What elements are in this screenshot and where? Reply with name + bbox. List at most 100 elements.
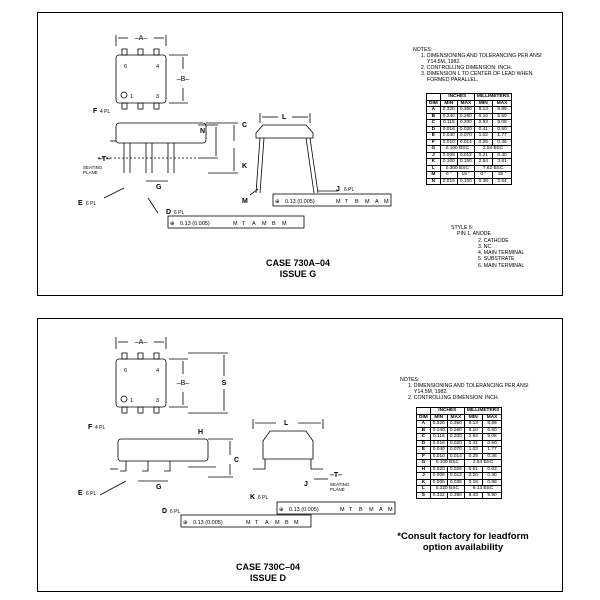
value-cell: 0.016 — [439, 125, 458, 133]
fcf-symbol: ⊕ — [275, 199, 280, 205]
note-line: Y14.5M, 1982. — [414, 389, 448, 395]
dim-g-label: G — [156, 184, 162, 191]
consult-factory-note: *Consult factory for leadform option ava… — [368, 531, 558, 553]
value-cell: 2.93 — [473, 119, 493, 127]
value-cell: 0.010 — [429, 452, 448, 460]
value-cell: 0.014 — [456, 138, 475, 146]
fcf1-ref-5: B — [272, 221, 276, 227]
value-cell: 0.150 — [456, 158, 475, 166]
value-cell: 0.100 — [456, 177, 475, 185]
note-line: 1. DIMENSIONING AND TOLERANCING PER ANSI — [421, 53, 542, 59]
dim-c-label: C — [234, 457, 239, 464]
fcf-symbol: ⊕ — [279, 507, 284, 513]
fcf1-ref-3: B — [359, 507, 363, 513]
fcf1-ref-2: T — [242, 221, 246, 227]
note-line: NOTES: — [413, 47, 433, 53]
note-line: 1. DIMENSIONING AND TOLERANCING PER ANSI — [408, 383, 529, 389]
pin-1-label: 1 — [130, 398, 133, 404]
datum-a-label: –A– — [135, 339, 148, 346]
dim-m-label: M — [242, 198, 248, 205]
dim-s-label: S — [222, 380, 227, 387]
fcf2-ref-1: M — [246, 520, 251, 526]
dim-j-label: J — [304, 481, 308, 488]
dim-j-pl: 6 PL — [344, 187, 355, 193]
value-cell: 0.390 — [446, 491, 465, 499]
dim-cell: N — [426, 177, 441, 185]
case-730c-mechanical-drawing: –A– –B– S 6 4 1 3 F 4 PL H C G E 6 PL D … — [78, 337, 396, 528]
value-cell: 0.012 — [446, 472, 465, 480]
datum-b-label: –B– — [177, 76, 190, 83]
value-cell: 0.100 — [439, 158, 458, 166]
dim-k-label: K — [250, 494, 255, 501]
header-millimeters: MILLIMETERS — [473, 93, 513, 101]
notes-block: NOTES: 1. DIMENSIONING AND TOLERANCING P… — [413, 47, 542, 83]
pin-4-label: 4 — [156, 368, 159, 374]
fcf2-ref-4: M — [365, 199, 370, 205]
fcf1-ref-1: M — [340, 507, 345, 513]
dim-k-label: K — [242, 163, 247, 170]
header-millimeters: MILLIMETERS — [463, 407, 503, 415]
consult-line-1: *Consult factory for leadform — [397, 531, 529, 542]
dim-e-pl: 6 PL — [86, 491, 97, 497]
value-cell: 0.014 — [446, 452, 465, 460]
header-max: MAX — [491, 99, 513, 107]
note-line: 2. CONTROLLING DIMENSION: INCH. — [421, 65, 513, 71]
value-cell: 0.010 — [439, 138, 458, 146]
value-cell: 0.016 — [429, 439, 448, 447]
value-cell: 0.240 — [429, 426, 448, 434]
datum-b-label: –B– — [177, 380, 190, 387]
value-cell: 0.035 — [446, 478, 465, 486]
fcf2-ref-6: M — [294, 520, 299, 526]
value-cell: 9.90 — [481, 491, 503, 499]
value-cell: 8.89 — [491, 106, 513, 114]
fcf1-ref-5: A — [379, 507, 383, 513]
fcf2-ref-6: M — [384, 199, 389, 205]
value-cell: 0.008 — [439, 151, 458, 159]
fcf1-value: 0.13 (0.005) — [180, 221, 210, 227]
value-cell: 0.332 — [429, 491, 448, 499]
pin-3-label: 3 — [156, 398, 159, 404]
dim-d-pl: 6 PL — [170, 509, 181, 515]
style-line: 2. CATHODE — [478, 237, 509, 244]
value-cell: 6.60 — [491, 112, 513, 120]
value-cell: 0.070 — [456, 132, 475, 140]
notes-block: NOTES: 1. DIMENSIONING AND TOLERANCING P… — [400, 377, 529, 401]
header-min: MIN — [473, 99, 493, 107]
fcf2-ref-2: T — [345, 199, 349, 205]
dim-n-label: N — [200, 128, 205, 135]
value-cell: 0.012 — [456, 151, 475, 159]
style-line: 6. MAIN TERMINAL — [478, 262, 525, 269]
case-issue: ISSUE G — [279, 269, 317, 279]
fcf1-ref-6: M — [282, 221, 287, 227]
value-cell: 0.020 — [456, 125, 475, 133]
value-cell: 0.200 — [446, 433, 465, 441]
value-cell: 6.10 — [473, 112, 493, 120]
case-title: CASE 730A–04 ISSUE G — [198, 258, 398, 280]
case-number: CASE 730C–04 — [235, 562, 301, 572]
value-cell: 0.040 — [439, 132, 458, 140]
fcf1-ref-6: M — [388, 507, 393, 513]
fcf-symbol: ⊕ — [170, 221, 175, 227]
consult-line-2: option availability — [422, 542, 504, 553]
dim-f-pl: 4 PL — [100, 109, 111, 115]
fcf1-ref-3: A — [252, 221, 256, 227]
value-cell: 5.08 — [491, 119, 513, 127]
dim-l-label: L — [284, 420, 289, 427]
header-inches: INCHES — [439, 93, 475, 101]
value-cell: 0.260 — [456, 112, 475, 120]
note-line: NOTES: — [400, 377, 420, 383]
fcf2-ref-5: A — [375, 199, 379, 205]
dim-c-label: C — [242, 122, 247, 129]
dim-cell: S — [416, 491, 431, 499]
value-cell: 0.006 — [429, 478, 448, 486]
value-cell: 2.54 — [491, 177, 513, 185]
fcf1-ref-1: M — [233, 221, 238, 227]
case-number: CASE 730A–04 — [265, 258, 331, 268]
